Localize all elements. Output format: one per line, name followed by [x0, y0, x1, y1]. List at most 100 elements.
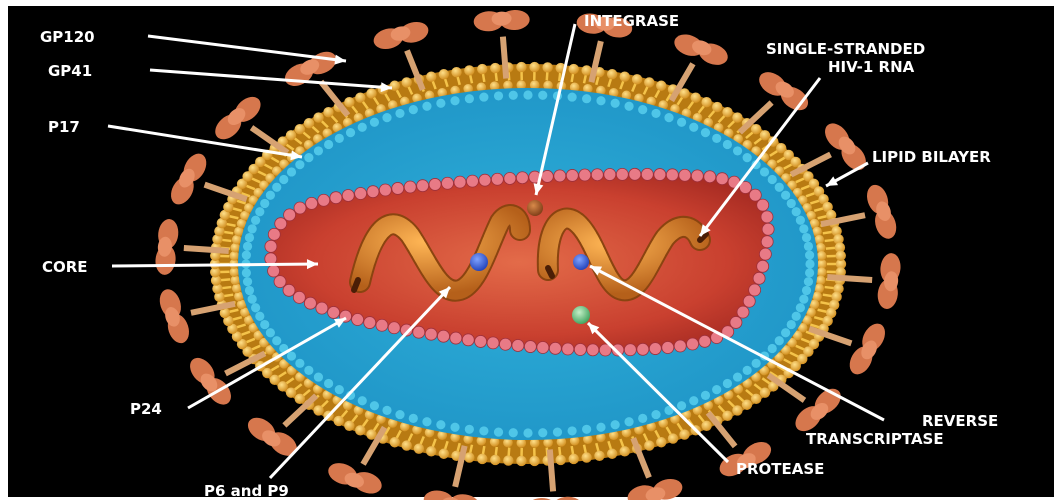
reverse-transcriptase-molecule-right [573, 254, 589, 270]
p24-bead [274, 276, 286, 288]
p24-bead [654, 169, 666, 181]
label-rna-line2: HIV-1 RNA [828, 58, 915, 76]
p24-bead [294, 202, 306, 214]
lipid-head [542, 62, 552, 72]
label-lipid-bilayer: LIPID BILAYER [872, 148, 991, 166]
p17-bead [775, 183, 784, 192]
lipid-head [230, 275, 240, 285]
p17-bead [248, 295, 257, 304]
p17-bead [494, 427, 503, 436]
p24-bead [417, 180, 429, 192]
lipid-head [230, 243, 240, 253]
p17-bead [245, 286, 254, 295]
label-rt-line1: REVERSE [922, 412, 998, 430]
p24-bead [743, 295, 755, 307]
lipid-head [390, 437, 400, 447]
lipid-head [426, 71, 436, 81]
lipid-head [817, 267, 827, 277]
p24-bead [376, 319, 388, 331]
p17-bead [523, 90, 532, 99]
p17-bead [287, 351, 296, 360]
p17-bead [494, 91, 503, 100]
p24-bead [304, 297, 316, 309]
lipid-head [569, 64, 579, 74]
p24-bead [666, 169, 678, 181]
p17-bead [752, 359, 761, 368]
lipid-head [477, 454, 487, 464]
p17-bead [743, 366, 752, 375]
p17-bead [804, 242, 813, 251]
p17-bead [712, 134, 721, 143]
p17-bead [743, 153, 752, 162]
p17-bead [422, 417, 431, 426]
p24-bead [524, 341, 536, 353]
p24-bead [662, 341, 674, 353]
lipid-head [516, 62, 526, 72]
p17-bead [553, 427, 562, 436]
p17-bead [409, 414, 418, 423]
gp41-stalk [550, 450, 553, 492]
lipid-head [607, 69, 617, 79]
lipid-tail [496, 73, 497, 81]
lipid-tail [222, 287, 231, 288]
lipid-tail [224, 295, 233, 296]
p24-bead [679, 169, 691, 181]
p17-bead [805, 251, 814, 260]
p17-bead [395, 109, 404, 118]
lipid-head [451, 67, 461, 77]
p24-bead [674, 340, 686, 352]
lipid-tail [825, 287, 834, 288]
p24-bead [537, 342, 549, 354]
p17-bead [651, 109, 660, 118]
label-p17: P17 [48, 118, 80, 136]
p17-bead [382, 406, 391, 415]
lipid-head [439, 449, 449, 459]
lipid-tail [470, 445, 472, 453]
p17-bead [760, 167, 769, 176]
p24-bead [479, 174, 491, 186]
p17-bead [723, 379, 732, 388]
integrase-molecule [527, 200, 543, 216]
lipid-tail [559, 447, 560, 455]
p17-bead [358, 396, 367, 405]
label-p24: P24 [130, 400, 162, 418]
label-rna-line1: SINGLE-STRANDED [766, 40, 925, 58]
p24-bead [687, 338, 699, 350]
lipid-head [464, 65, 474, 75]
lipid-tail [222, 240, 231, 241]
p24-bead [579, 169, 591, 181]
p24-bead [487, 337, 499, 349]
p17-bead [611, 99, 620, 108]
lipid-tail [509, 448, 510, 456]
p17-bead [248, 224, 257, 233]
p17-bead [450, 96, 459, 105]
p17-bead [335, 385, 344, 394]
p24-bead [616, 168, 628, 180]
p17-bead [638, 414, 647, 423]
label-p6-p9: P6 and P9 [204, 482, 289, 500]
p24-bead [462, 334, 474, 346]
lipid-head [679, 429, 689, 439]
p17-bead [701, 391, 710, 400]
p24-bead [491, 173, 503, 185]
lipid-head [656, 81, 666, 91]
p17-bead [733, 146, 742, 155]
p17-bead [243, 277, 252, 286]
p24-bead [283, 284, 295, 296]
p17-bead [255, 207, 264, 216]
p17-bead [370, 401, 379, 410]
label-integrase: INTEGRASE [584, 12, 679, 30]
p24-bead [379, 184, 391, 196]
p17-bead [479, 426, 488, 435]
p24-bead [450, 332, 462, 344]
p24-bead [316, 302, 328, 314]
lipid-head [490, 63, 500, 73]
p24-bead [367, 186, 379, 198]
p17-bead [802, 286, 811, 295]
p24-bead [454, 176, 466, 188]
p24-bead [730, 316, 742, 328]
p17-bead [796, 216, 805, 225]
lipid-head [426, 446, 436, 456]
p24-bead [566, 169, 578, 181]
lipid-tail [584, 445, 586, 453]
